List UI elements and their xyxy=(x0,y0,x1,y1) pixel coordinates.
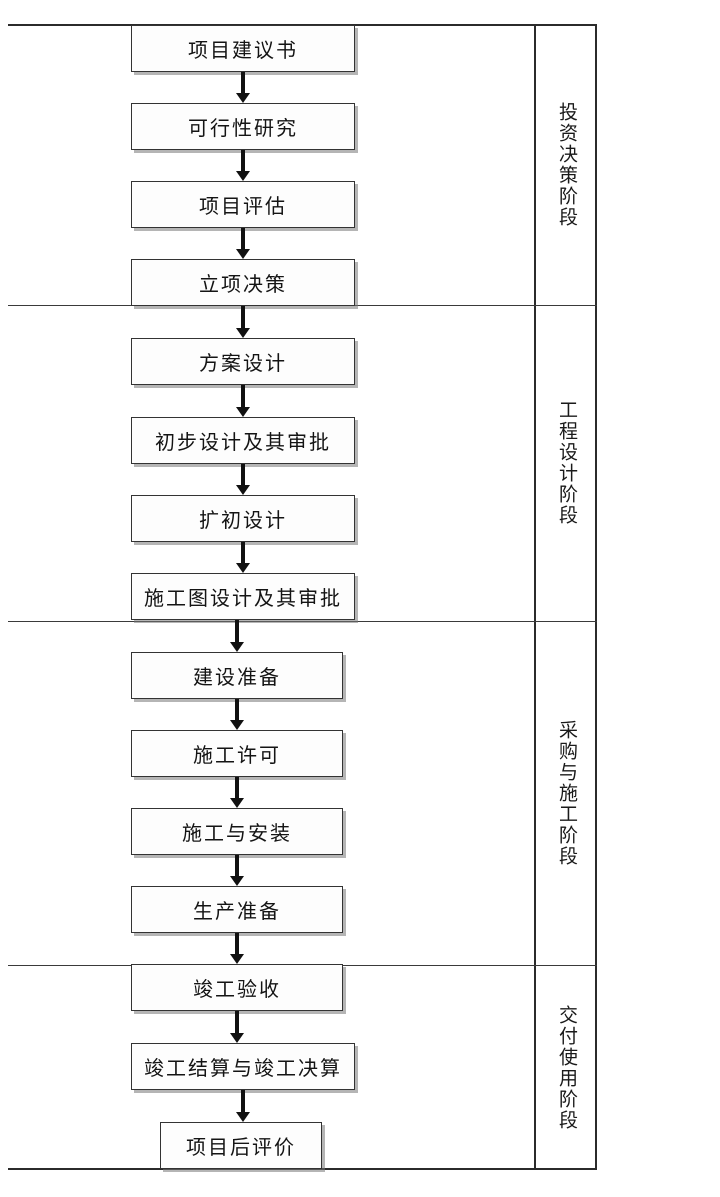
process-node-2[interactable]: 可行性研究 xyxy=(131,103,355,150)
process-node-8[interactable]: 施工图设计及其审批 xyxy=(131,573,355,620)
process-node-3[interactable]: 项目评估 xyxy=(131,181,355,228)
connector-arrow-7 xyxy=(236,542,250,573)
connector-arrow-5 xyxy=(236,385,250,417)
connector-arrow-6 xyxy=(236,464,250,495)
connector-arrow-8 xyxy=(230,620,244,652)
process-node-5[interactable]: 方案设计 xyxy=(131,338,355,385)
process-node-9[interactable]: 建设准备 xyxy=(131,652,343,699)
process-node-10[interactable]: 施工许可 xyxy=(131,730,343,777)
phase-label-procurement-construction: 采购与施工阶段 xyxy=(556,719,578,867)
connector-arrow-12 xyxy=(230,933,244,964)
connector-arrow-11 xyxy=(230,855,244,886)
process-node-15[interactable]: 项目后评价 xyxy=(160,1122,322,1169)
process-node-12[interactable]: 生产准备 xyxy=(131,886,343,933)
phase-label-investment-decision: 投资决策阶段 xyxy=(556,101,578,228)
phase-label-engineering-design: 工程设计阶段 xyxy=(556,400,578,526)
process-node-7[interactable]: 扩初设计 xyxy=(131,495,355,542)
connector-arrow-10 xyxy=(230,777,244,808)
phase-column-divider xyxy=(534,24,536,1170)
connector-arrow-9 xyxy=(230,699,244,730)
phase-divider-2-3 xyxy=(8,621,597,622)
connector-arrow-3 xyxy=(236,228,250,259)
phase-label-handover-use: 交付使用阶段 xyxy=(556,1004,578,1131)
connector-arrow-14 xyxy=(236,1090,250,1122)
connector-arrow-13 xyxy=(230,1011,244,1043)
process-node-14[interactable]: 竣工结算与竣工决算 xyxy=(131,1043,355,1090)
process-node-11[interactable]: 施工与安装 xyxy=(131,808,343,855)
connector-arrow-1 xyxy=(236,72,250,103)
process-node-6[interactable]: 初步设计及其审批 xyxy=(131,417,355,464)
connector-arrow-2 xyxy=(236,150,250,181)
process-node-13[interactable]: 竣工验收 xyxy=(131,964,343,1011)
connector-arrow-4 xyxy=(236,306,250,338)
process-node-1[interactable]: 项目建议书 xyxy=(131,25,355,72)
process-node-4[interactable]: 立项决策 xyxy=(131,259,355,306)
